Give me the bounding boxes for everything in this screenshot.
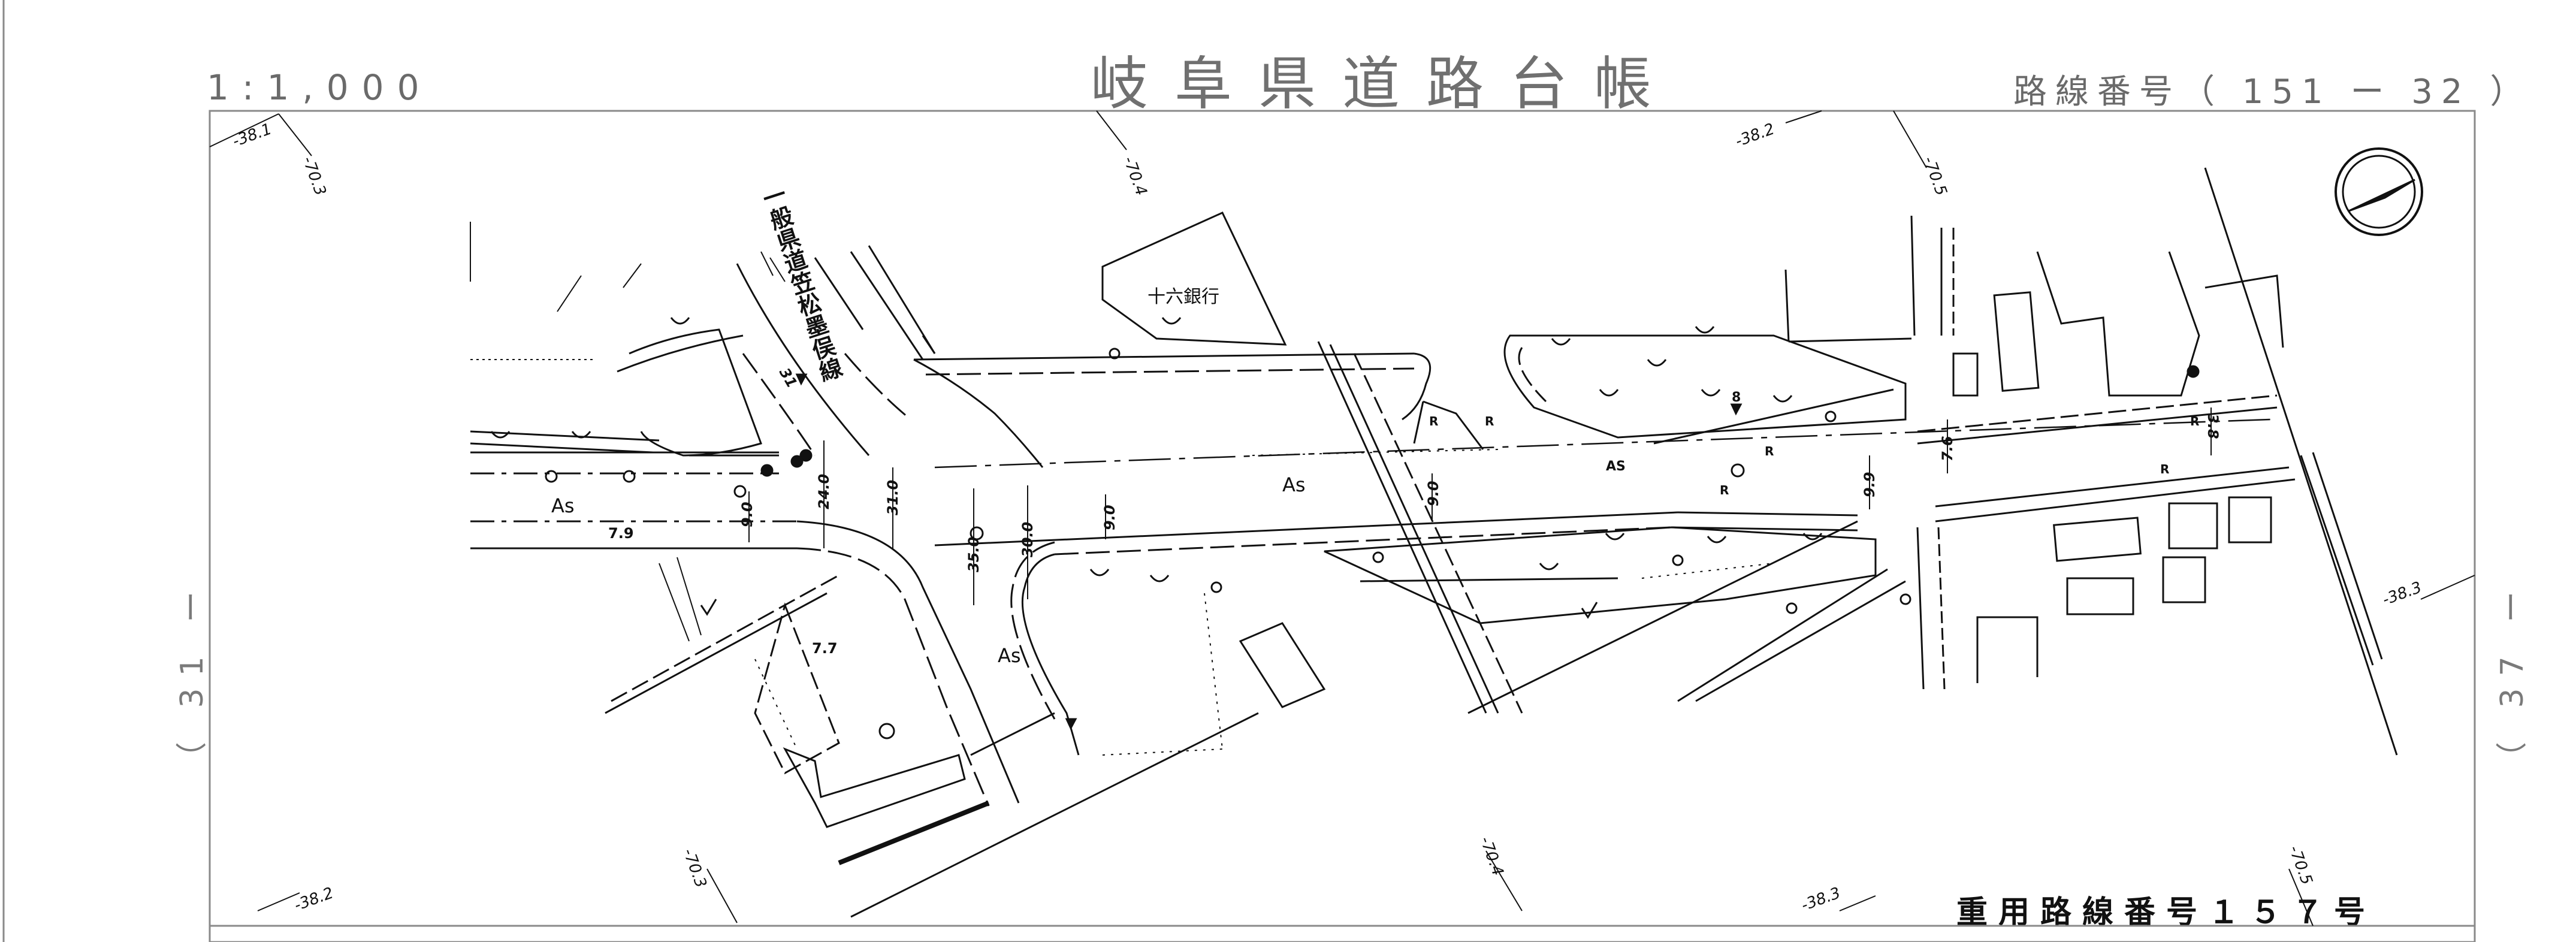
label-as-4: AS: [1606, 459, 1626, 474]
grid-label-6: -38.3: [2380, 578, 2424, 609]
prefectural-road: [736, 257, 911, 456]
grid-ticks: [209, 110, 2475, 926]
label-number-8: 8: [1732, 390, 1741, 405]
northwest-block: [470, 328, 779, 457]
dim-31-b: 31: [776, 365, 801, 391]
sheet-title: 岐阜県道路台帳: [1091, 50, 1678, 117]
dimension-lines: [748, 407, 2212, 605]
label-as-1: As: [551, 494, 575, 517]
bank-building: [1101, 212, 1287, 346]
grid-label-5: -70.5: [1919, 154, 1950, 198]
northwest-structures: [470, 222, 786, 642]
label-width-77: 7.7: [812, 640, 838, 657]
north-arrow-icon: [2335, 147, 2423, 236]
grid-label-4: -38.2: [1733, 120, 1777, 150]
dim-30: 30.0: [1019, 522, 1036, 557]
label-width-79: 7.9: [608, 525, 634, 542]
dim-3-8: 3.8: [2204, 413, 2221, 439]
label-r-1: R: [1429, 414, 1438, 428]
label-bank: 十六銀行: [1147, 286, 1219, 307]
grid-label-11: -70.5: [2285, 843, 2315, 887]
map-text: 十六銀行 As As As AS 7.9 7.7 R R R R R R 8: [551, 286, 2199, 667]
map-frame: [209, 110, 2476, 942]
label-r-2: R: [1485, 414, 1494, 428]
label-r-6: R: [2160, 462, 2169, 476]
dimension-text: 24.0 31.0 35.0 30.0 9.0 9.0 9.0 9.9 7.6 …: [739, 365, 2221, 572]
dim-9-9: 9.9: [1861, 472, 1878, 497]
grid-label-7: -38.2: [292, 884, 336, 914]
joint-route-number: 重用路線番号１５７号: [1956, 895, 2376, 931]
grid-coordinates: -38.1 -70.3 -70.4 -38.2 -70.5 -38.3 -38.…: [230, 120, 2424, 914]
dotted-areas: [754, 449, 1774, 756]
diagonal-lines: [605, 341, 1906, 714]
grid-label-8: -70.3: [679, 846, 709, 890]
dim-35: 35.0: [965, 537, 982, 572]
route-number: 路線番号（ 151 ー 32 ）: [2013, 73, 2532, 111]
map-scale: 1:1,000: [207, 67, 433, 108]
label-as-3: As: [998, 644, 1021, 667]
south-island: [1324, 526, 1877, 624]
label-r-5: R: [2190, 414, 2199, 428]
north-road-edge: [850, 245, 1432, 468]
dim-9-a: 9.0: [739, 502, 756, 527]
dim-9-b: 9.0: [1101, 505, 1118, 530]
label-r-3: R: [1765, 444, 1774, 458]
dim-24: 24.0: [816, 474, 832, 509]
grid-label-10: -38.3: [1799, 884, 1843, 914]
dim-31: 31.0: [884, 480, 901, 515]
dim-7-6: 7.6: [1939, 436, 1956, 461]
label-r-4: R: [1720, 483, 1729, 497]
east-road: [1784, 167, 2398, 756]
grid-label-3: -70.4: [1119, 154, 1150, 198]
buildings: [754, 251, 2284, 865]
map-symbols: [490, 317, 2200, 739]
median-island: [1503, 334, 1907, 445]
label-as-2: As: [1282, 473, 1306, 496]
dim-9-c: 9.0: [1425, 481, 1442, 506]
main-road: [470, 394, 2296, 555]
grid-label-2: -70.3: [298, 154, 329, 198]
south-corner: [796, 520, 1259, 918]
grid-label-1: -38.1: [230, 120, 274, 150]
grid-label-9: -70.4: [1476, 834, 1506, 878]
